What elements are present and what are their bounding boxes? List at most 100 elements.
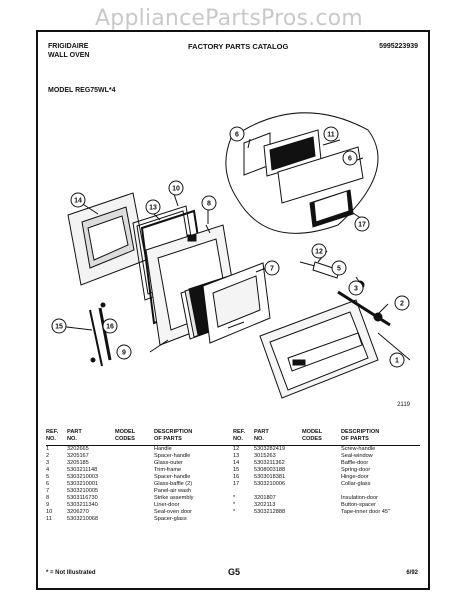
outer-door-part	[259, 299, 379, 399]
left-ref-cell: 7	[46, 488, 50, 495]
right-ref-cell: 17	[233, 481, 240, 488]
left-part-cell: 3206270	[67, 509, 89, 516]
right-code-cell	[302, 495, 341, 502]
callout-14: 14	[74, 198, 82, 205]
left-part-cell: 5303210003	[67, 474, 99, 481]
left-code-cell	[115, 509, 154, 516]
right-ref-cell: 15	[233, 467, 240, 474]
left-desc-cell: Panel-air wash	[154, 488, 191, 495]
right-desc-cell: Baffle-door	[341, 460, 369, 467]
header-model-1: MODEL	[115, 429, 136, 435]
right-part-cell: 5303210006	[254, 481, 286, 488]
header-desc-1: DESCRIPTION	[154, 429, 193, 435]
left-ref-cell: 10	[46, 509, 53, 516]
panel-air-wash-part	[202, 262, 271, 344]
left-desc-cell: Strike assembly	[154, 495, 194, 502]
right-code-cell	[302, 502, 341, 509]
catalog-title: FACTORY PARTS CATALOG	[188, 42, 289, 51]
right-ref-cell	[233, 516, 254, 523]
catalog-number: 5995223939	[379, 43, 418, 50]
left-desc-cell: Glass-baffle (2)	[154, 481, 193, 488]
right-part-cell: 5303211362	[254, 460, 285, 467]
header-desc-2: OF PARTS	[154, 435, 182, 442]
right-ref-cell: 16	[233, 474, 240, 481]
right-ref-cell: *	[233, 502, 236, 509]
callout-9: 9	[122, 350, 126, 357]
callout-1: 1	[395, 358, 399, 365]
right-ref-cell: 14	[233, 460, 240, 467]
header-model-2: CODES	[115, 435, 135, 442]
right-desc-cell: Collar-glass	[341, 481, 371, 488]
right-ref-cell	[233, 488, 254, 495]
left-part-cell: 5303211340	[67, 502, 98, 509]
callout-11: 11	[327, 132, 335, 139]
left-ref-cell: 6	[46, 481, 50, 488]
right-part-cell	[254, 488, 302, 495]
header-ref-2: NO.	[46, 435, 56, 442]
left-ref-cell: 4	[46, 467, 50, 474]
callout-8: 8	[207, 201, 211, 208]
right-ref-cell: 13	[233, 453, 240, 460]
left-part-cell: 5303210068	[67, 516, 99, 523]
left-part-cell: 5303210001	[67, 481, 99, 488]
right-desc-cell: Tape-inner door 45"	[341, 509, 390, 516]
right-code-cell	[302, 481, 341, 488]
right-part-cell: 5303018381	[254, 474, 286, 481]
callout-5: 5	[337, 266, 341, 273]
left-ref-cell: 5	[46, 474, 50, 481]
right-desc-cell: Button-spacer	[341, 502, 376, 509]
callout-7: 7	[270, 266, 274, 273]
right-part-cell: 5308003188	[254, 467, 286, 474]
header-part-2b: NO.	[254, 435, 264, 442]
callout-circles	[51, 126, 410, 368]
left-part-cell: 5303116730	[67, 495, 98, 502]
catalog-date: 6/92	[406, 570, 418, 576]
left-part-cell: 5303211148	[67, 467, 98, 474]
right-desc-cell: Spring-door	[341, 467, 371, 474]
left-ref-cell: 8	[46, 495, 50, 502]
header-ref-2b: NO.	[233, 435, 243, 442]
left-ref-cell: 1	[46, 446, 50, 453]
header-part-1b: PART	[254, 429, 269, 435]
header-part-2: NO.	[67, 435, 77, 442]
right-code-cell	[302, 516, 341, 523]
right-code-cell	[302, 460, 341, 467]
callout-17: 17	[358, 222, 366, 229]
right-part-cell	[254, 516, 302, 523]
brand-block: FRIGIDAIRE WALL OVEN	[48, 42, 89, 60]
callout-16: 16	[106, 324, 114, 331]
product-type: WALL OVEN	[48, 52, 90, 59]
header-model-2b: CODES	[302, 435, 322, 442]
right-part-cell: 3015263	[254, 453, 276, 460]
left-code-cell	[115, 460, 154, 467]
header-desc-2b: OF PARTS	[341, 435, 369, 442]
left-code-cell	[115, 453, 154, 460]
left-code-cell	[115, 467, 154, 474]
header-ref-1b: REF.	[233, 429, 246, 435]
right-part-cell: 5303282419	[254, 446, 286, 453]
header-desc-1b: DESCRIPTION	[341, 429, 380, 435]
baffle-door-part	[67, 192, 147, 286]
model-label: MODEL REG75WL*4	[48, 87, 116, 94]
table-row: 6 5303210001 Glass-baffle (2) 17 5303210006 C…	[46, 481, 420, 488]
left-code-cell	[115, 446, 154, 454]
left-desc-cell: Spacer-handle	[154, 453, 191, 460]
left-ref-cell: 9	[46, 502, 50, 509]
left-desc-cell: Seal-oven door	[154, 509, 192, 516]
right-desc-cell: Insulation-door	[341, 495, 379, 502]
left-code-cell	[115, 495, 154, 502]
callout-3: 3	[354, 286, 358, 293]
watermark: AppliancePartsPros.com	[95, 6, 363, 31]
left-ref-cell: 3	[46, 460, 50, 467]
right-ref-cell: *	[233, 509, 236, 516]
